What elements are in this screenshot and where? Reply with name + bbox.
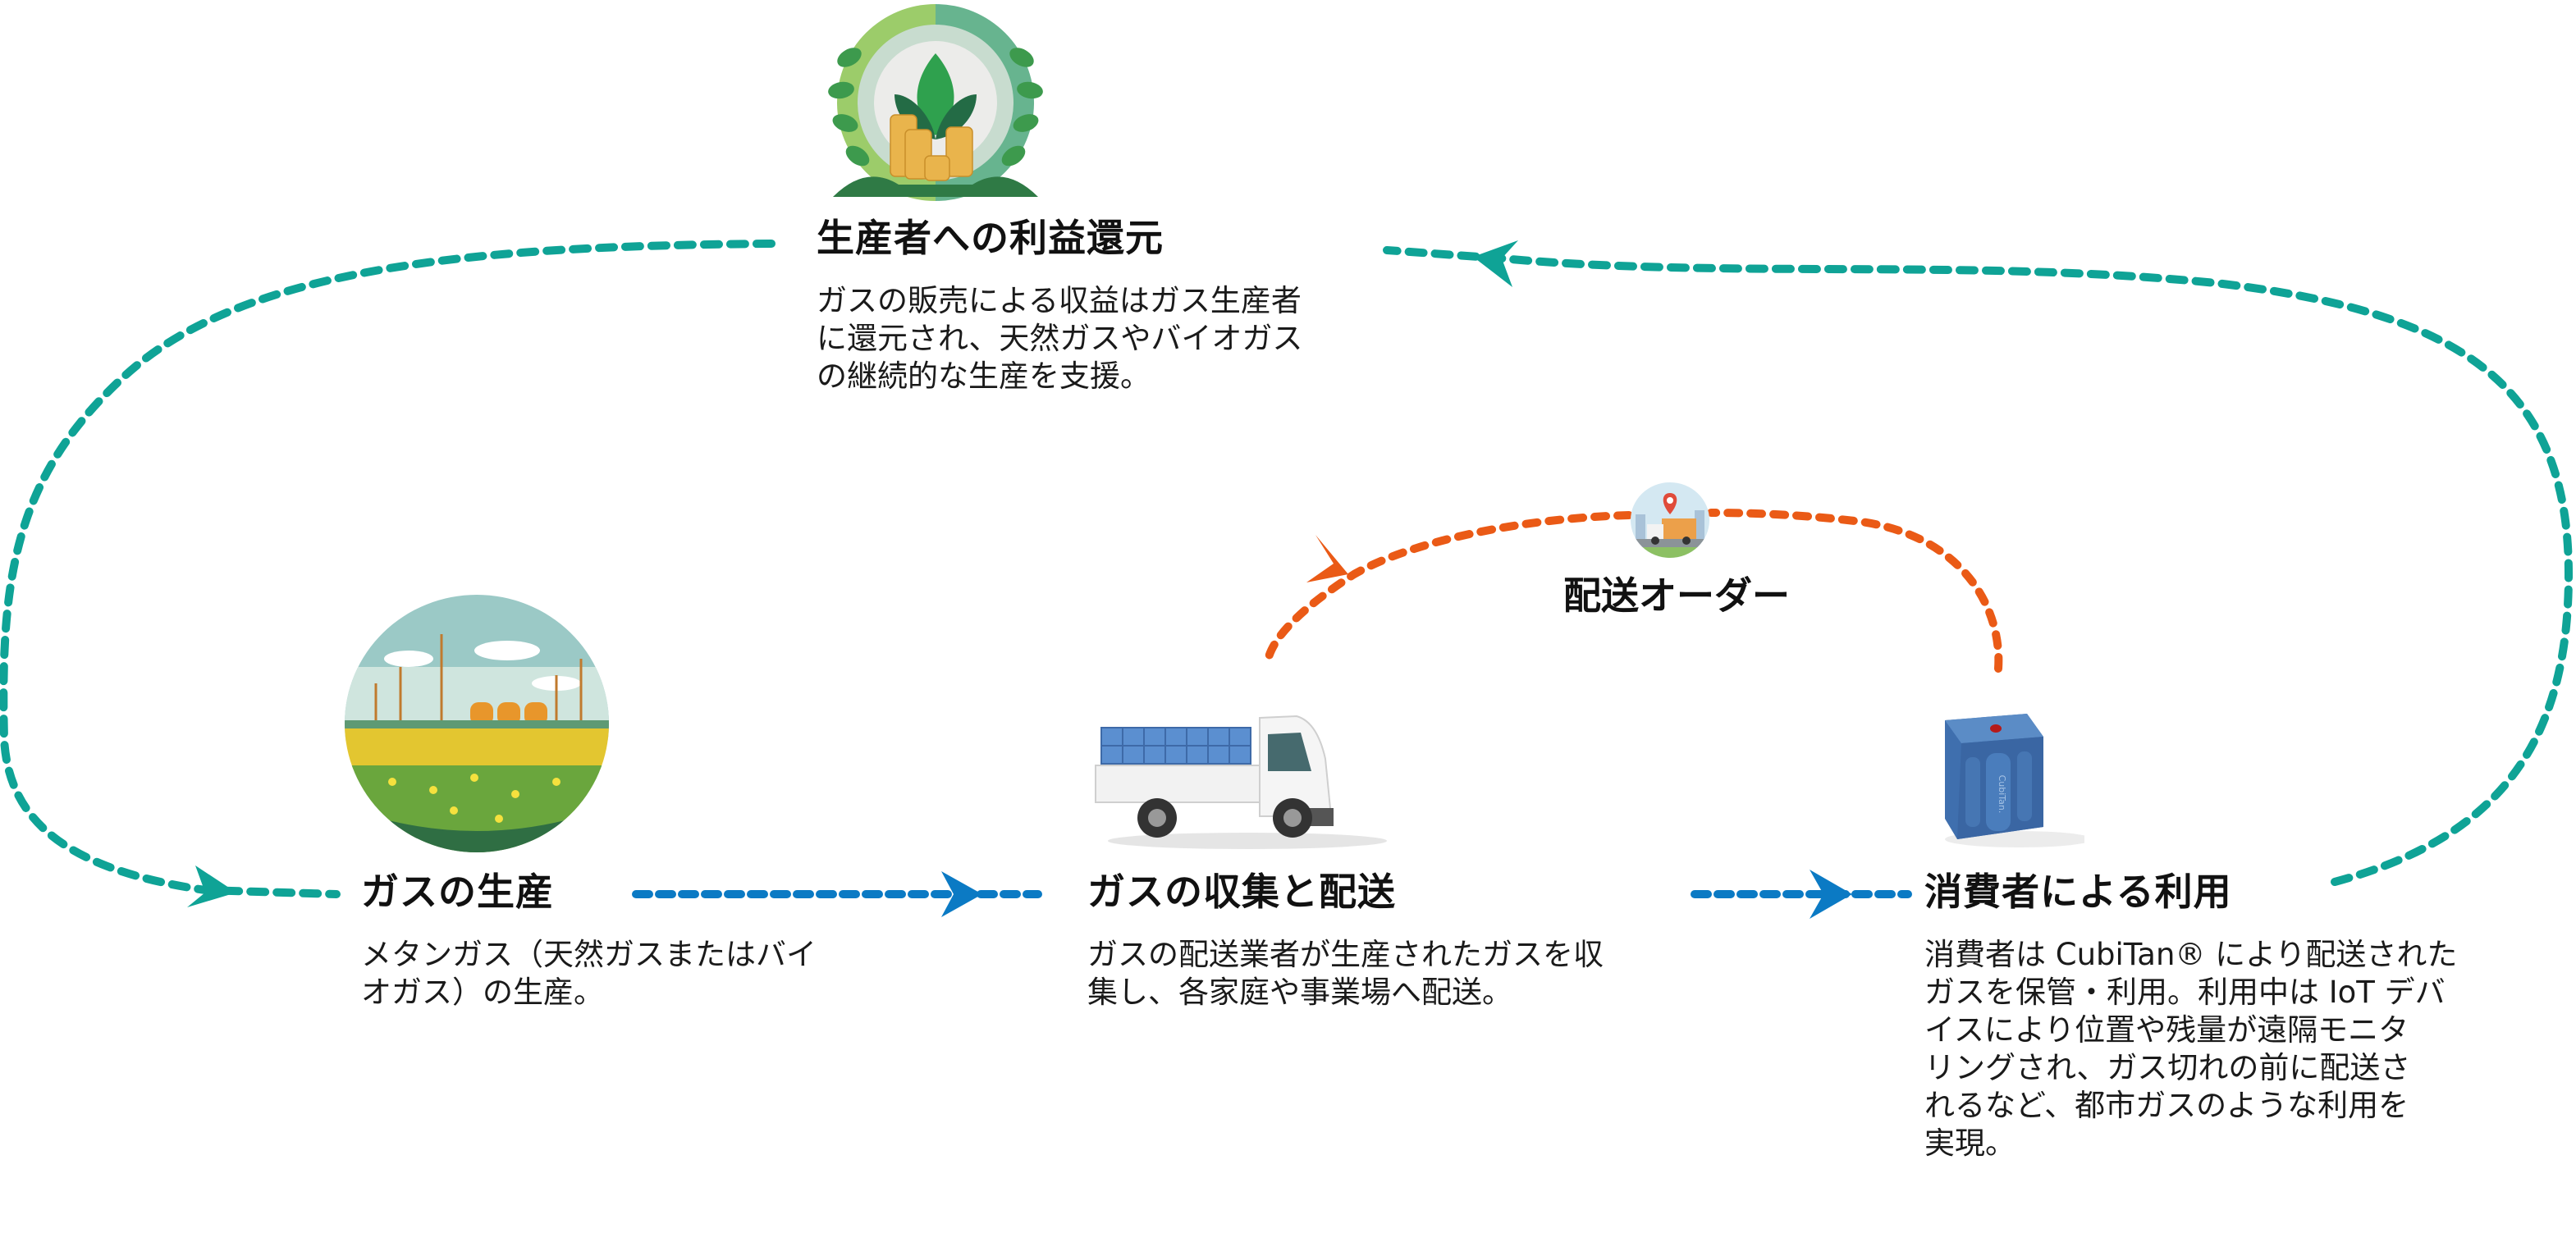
- cubitan-tank-icon: CubiTan.: [1945, 714, 2084, 847]
- desc-line: メタンガス（天然ガスまたはバイ: [361, 936, 817, 972]
- desc-line: 集し、各家庭や事業場へ配送。: [1087, 974, 1512, 1010]
- desc-line: ガスの販売による収益はガス生産者: [817, 282, 1302, 318]
- desc-line: イスにより位置や残量が遠隔モニタ: [1924, 1012, 2409, 1048]
- step-description: メタンガス（天然ガスまたはバイ オガス）の生産。: [361, 936, 870, 1012]
- step-title: 生産者への利益還元: [817, 216, 1164, 260]
- desc-line: リングされ、ガス切れの前に配送さ: [1924, 1049, 2411, 1085]
- truck-location-pin-icon: [1631, 482, 1709, 558]
- cycle-arrow-consumption-to-return: [1383, 246, 2574, 886]
- step-title: ガスの収集と配送: [1087, 870, 1396, 914]
- tank-brand-label: CubiTan.: [1997, 775, 2007, 814]
- desc-line: ガスを保管・利用。利用中は IoT デバ: [1924, 974, 2446, 1010]
- step-title: 消費者による利用: [1924, 870, 2232, 914]
- gas-field-icon: [345, 595, 609, 852]
- arrowhead-blue-2: [1810, 870, 1852, 919]
- desc-line: に還元され、天然ガスやバイオガス: [817, 320, 1303, 356]
- cycle-arrow-return-to-production: [0, 240, 776, 898]
- desc-line: れるなど、都市ガスのような利用を: [1924, 1087, 2409, 1123]
- step-return: 生産者への利益還元 ガスの販売による収益はガス生産者 に還元され、天然ガスやバイ…: [817, 217, 1407, 395]
- arrowhead-blue-1: [941, 871, 982, 917]
- desc-line: 実現。: [1924, 1125, 2016, 1161]
- step-delivery: ガスの収集と配送 ガスの配送業者が生産されたガスを収 集し、各家庭や事業場へ配送…: [1087, 871, 1711, 1012]
- desc-line: ガスの配送業者が生産されたガスを収: [1087, 936, 1604, 972]
- order-arrow-consumption-to-delivery: [1264, 509, 2003, 673]
- coins-and-plant-icon: [828, 4, 1043, 201]
- desc-line: オガス）の生産。: [361, 974, 604, 1010]
- arrowhead-teal-left: [187, 865, 236, 907]
- step-title: ガスの生産: [361, 870, 554, 914]
- step-consumption: 消費者による利用 消費者は CubiTan® により配送された ガスを保管・利用…: [1924, 871, 2548, 1162]
- arrowhead-teal-top: [1473, 240, 1518, 287]
- step-description: 消費者は CubiTan® により配送された ガスを保管・利用。利用中は IoT…: [1924, 936, 2548, 1162]
- desc-line: の継続的な生産を支援。: [817, 358, 1151, 394]
- step-description: ガスの配送業者が生産されたガスを収 集し、各家庭や事業場へ配送。: [1087, 936, 1711, 1012]
- step-description: ガスの販売による収益はガス生産者 に還元され、天然ガスやバイオガス の継続的な生…: [817, 282, 1407, 395]
- step-production: ガスの生産 メタンガス（天然ガスまたはバイ オガス）の生産。: [361, 871, 870, 1012]
- delivery-truck-icon: [1095, 715, 1387, 849]
- arrowhead-orange: [1306, 535, 1348, 582]
- desc-line: 消費者は CubiTan® により配送された: [1924, 936, 2458, 972]
- order-label: 配送オーダー: [1563, 573, 1790, 618]
